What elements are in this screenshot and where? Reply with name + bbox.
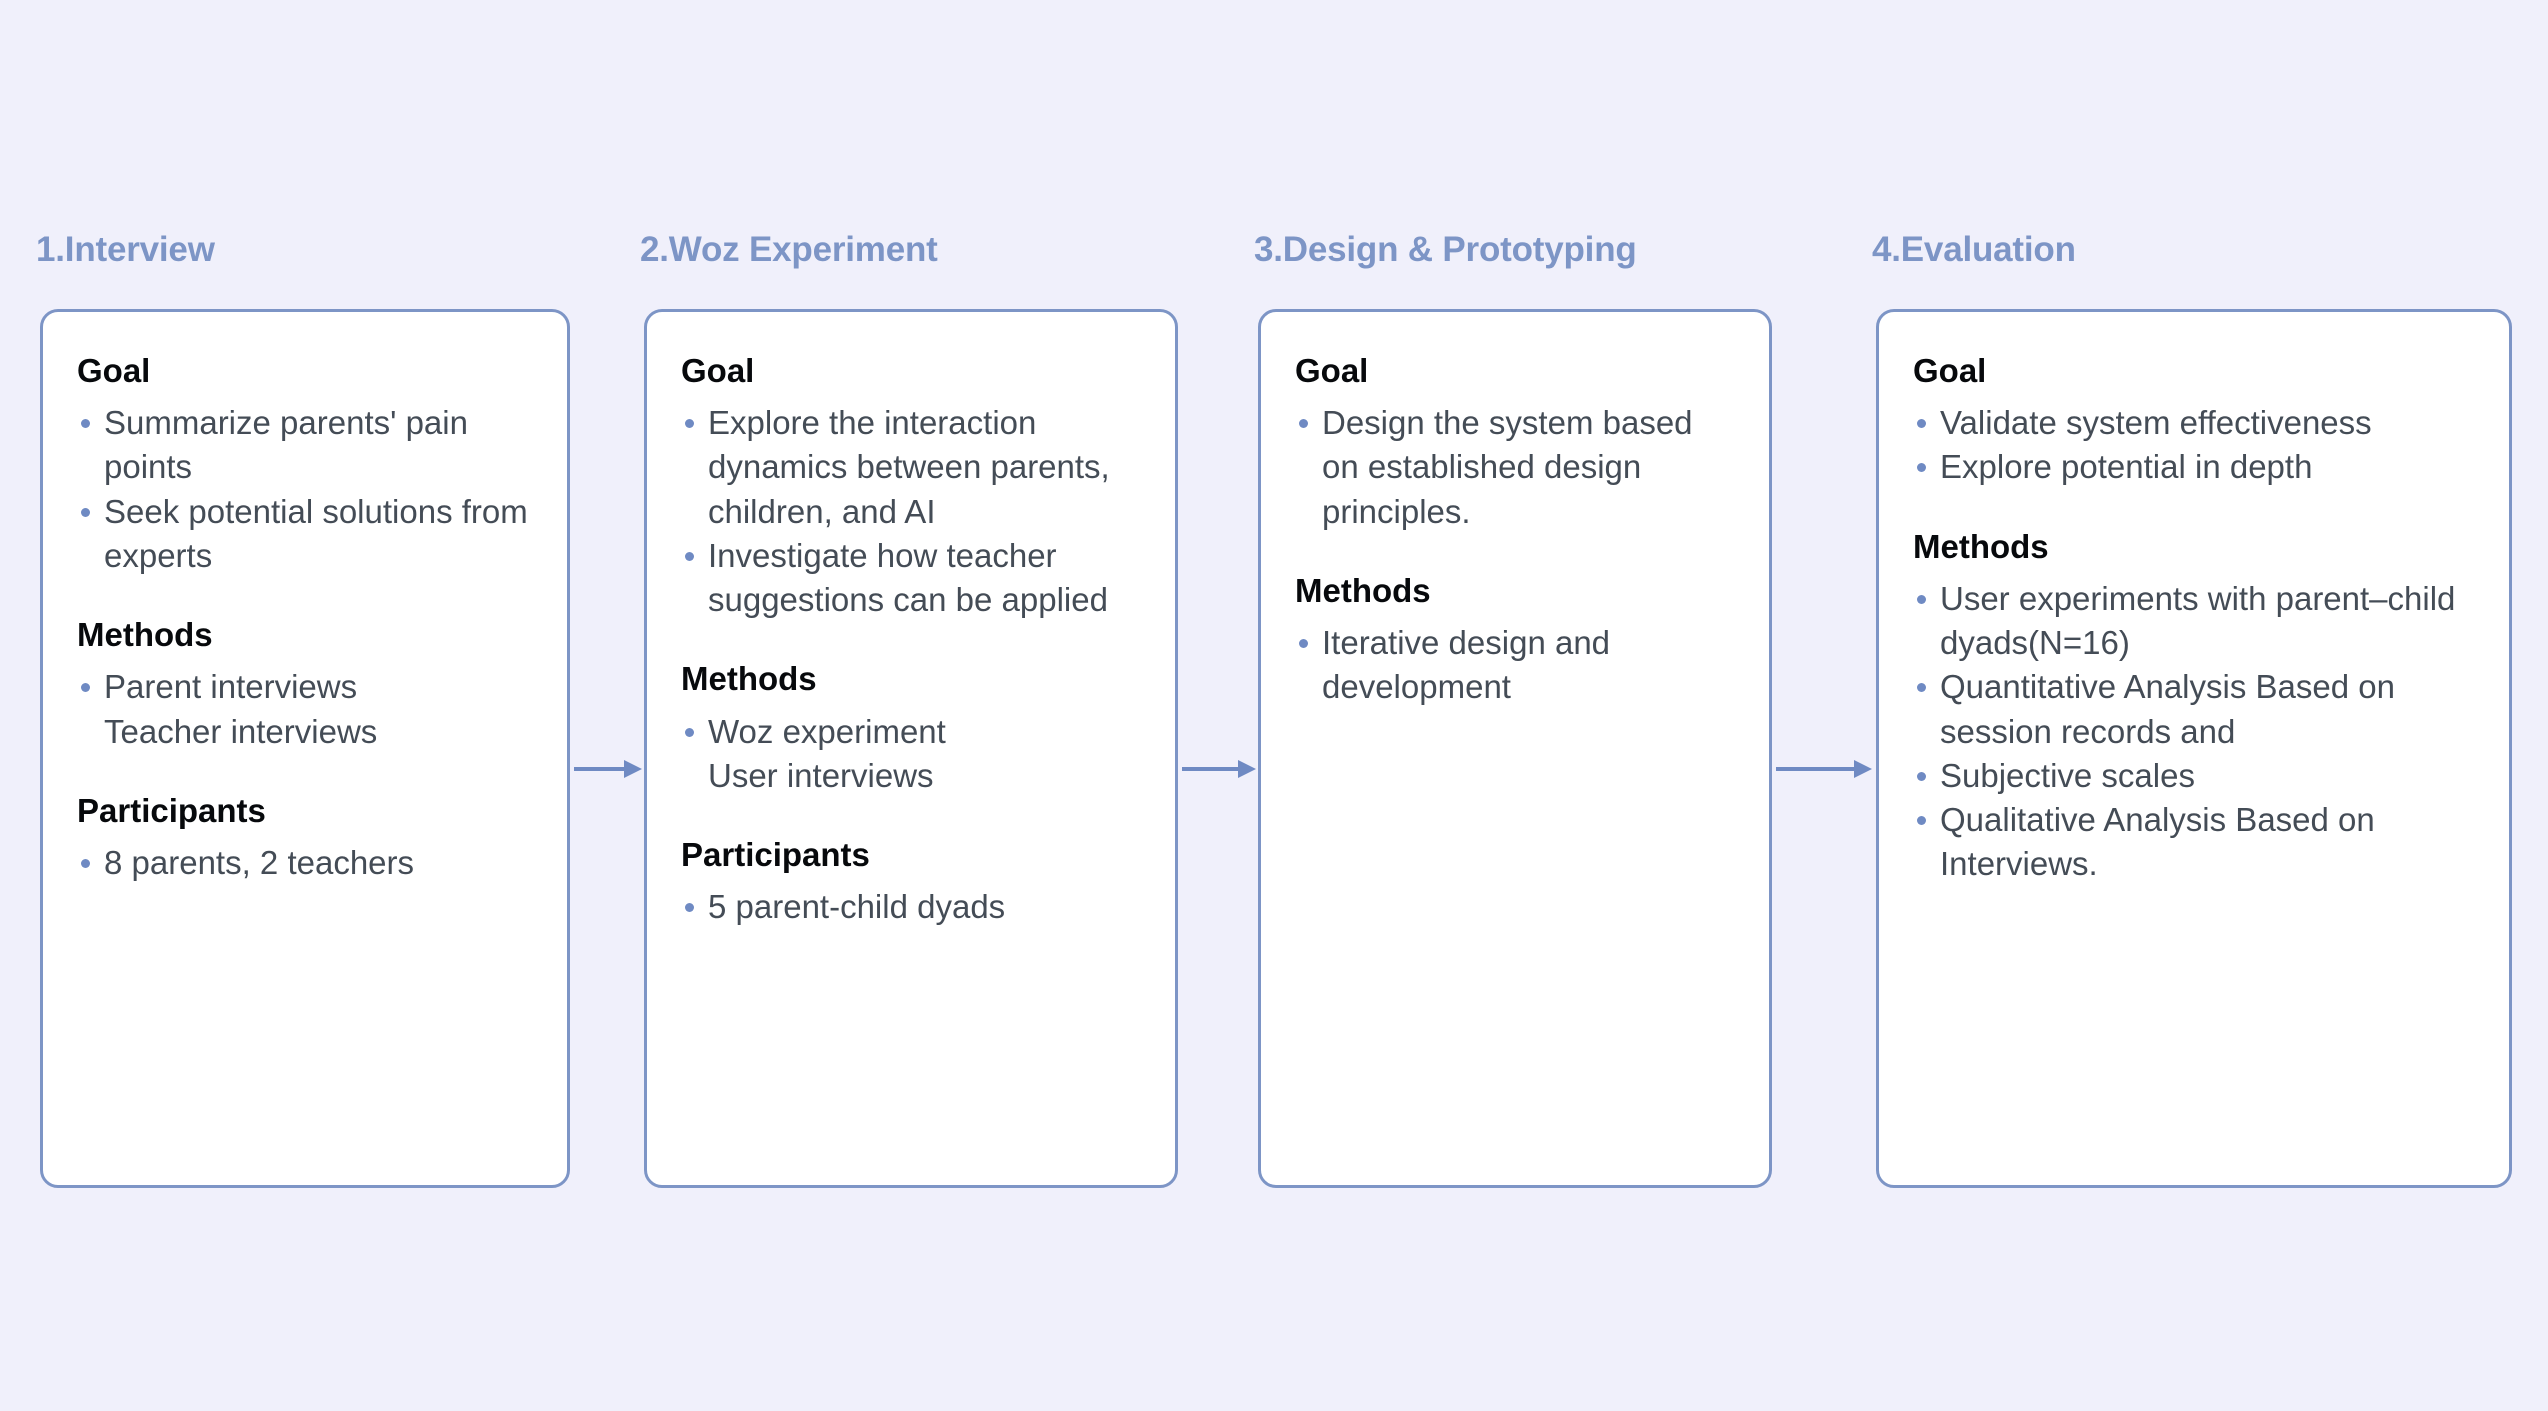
list-item-label: Design the system based on established d… [1322,404,1693,530]
bullet-dot-icon [685,419,694,429]
card-section: Participants 8 parents, 2 teachers [77,790,533,885]
list-item: Seek potential solutions from experts [77,490,533,578]
stage-title-4: 4.Evaluation [1872,230,2076,269]
bullet-dot-icon [81,419,90,429]
arrow-stage2-to-stage3 [1182,756,1256,782]
section-heading: Goal [681,352,755,389]
list-item: Woz experiment [681,710,1141,754]
list-item-label: Subjective scales [1940,756,2195,794]
bullet-list: User experiments with parent–child dyads… [1913,577,2475,887]
list-item: Iterative design and development [1295,621,1735,709]
bullet-dot-icon [685,903,694,913]
bullet-dot-icon [1299,419,1308,429]
stage-title-1: 1.Interview [36,230,215,269]
list-item-label: User experiments with parent–child dyads… [1940,579,2456,662]
section-heading: Goal [1913,352,1987,389]
list-item: Subjective scales [1913,754,2475,798]
bullet-list: 5 parent-child dyads [681,885,1141,929]
arrow-shaft [1776,767,1856,771]
list-item-label: User interviews [708,756,934,794]
section-heading: Methods [1295,571,1431,609]
arrow-head-icon [1238,760,1256,778]
arrow-shaft [1182,767,1240,771]
bullet-dot-icon [1917,463,1926,473]
list-item: User interviews [681,754,1141,798]
arrow-shaft [574,767,626,771]
bullet-dot-icon [1917,816,1926,826]
stage-title-2: 2.Woz Experiment [640,230,938,269]
list-item-label: 5 parent-child dyads [708,888,1006,926]
list-item: Teacher interviews [77,710,533,754]
list-item-label: Woz experiment [708,712,946,750]
section-heading: Methods [1913,527,2049,565]
list-item: Qualitative Analysis Based on Interviews… [1913,798,2475,886]
section-heading: Goal [1295,352,1369,389]
list-item-label: Explore the interaction dynamics between… [708,404,1110,530]
section-heading: Methods [77,616,213,654]
bullet-dot-icon [1299,639,1308,649]
bullet-dot-icon [1917,771,1926,781]
bullet-list: Design the system based on established d… [1295,401,1735,534]
bullet-dot-icon [81,859,90,869]
list-item: 5 parent-child dyads [681,885,1141,929]
bullet-list: 8 parents, 2 teachers [77,841,533,885]
arrow-stage3-to-stage4 [1776,756,1872,782]
section-heading: Goal [77,352,151,389]
list-item-label: 8 parents, 2 teachers [104,844,415,882]
arrow-head-icon [1854,760,1872,778]
list-item: Validate system effectiveness [1913,401,2475,445]
list-item-label: Parent interviews [104,668,358,706]
bullet-dot-icon [685,551,694,561]
list-item: User experiments with parent–child dyads… [1913,577,2475,665]
section-heading: Participants [77,791,266,829]
list-item-label: Seek potential solutions from experts [104,492,528,574]
list-item: Quantitative Analysis Based on session r… [1913,665,2475,753]
list-item: 8 parents, 2 teachers [77,841,533,885]
bullet-list: Explore the interaction dynamics between… [681,401,1141,622]
section-heading: Methods [681,660,817,698]
bullet-dot-icon [81,507,90,517]
list-item: Investigate how teacher suggestions can … [681,534,1141,622]
list-item: Explore potential in depth [1913,445,2475,489]
bullet-dot-icon [685,727,694,737]
list-item: Explore the interaction dynamics between… [681,401,1141,534]
section-heading: Participants [681,836,870,874]
list-item: Summarize parents' pain points [77,401,533,489]
bullet-dot-icon [1917,594,1926,604]
list-item-label: Summarize parents' pain points [104,404,468,486]
list-item-label: Explore potential in depth [1940,448,2313,486]
list-item: Design the system based on established d… [1295,401,1735,534]
list-item-label: Validate system effectiveness [1940,404,2372,442]
list-item-label: Teacher interviews [104,712,378,750]
list-item-label: Qualitative Analysis Based on Interviews… [1940,801,2375,883]
arrow-stage1-to-stage2 [574,756,642,782]
bullet-list: Iterative design and development [1295,621,1735,709]
card-section: Participants 5 parent-child dyads [681,834,1141,929]
stage-title-3: 3.Design & Prototyping [1254,230,1637,269]
list-item-label: Investigate how teacher suggestions can … [708,536,1108,619]
bullet-dot-icon [81,683,90,693]
bullet-dot-icon [1917,419,1926,429]
list-item-label: Iterative design and development [1322,624,1611,706]
bullet-dot-icon [1917,683,1926,693]
list-item-label: Quantitative Analysis Based on session r… [1940,668,2395,750]
list-item: Parent interviews [77,665,533,709]
arrow-head-icon [624,760,642,778]
